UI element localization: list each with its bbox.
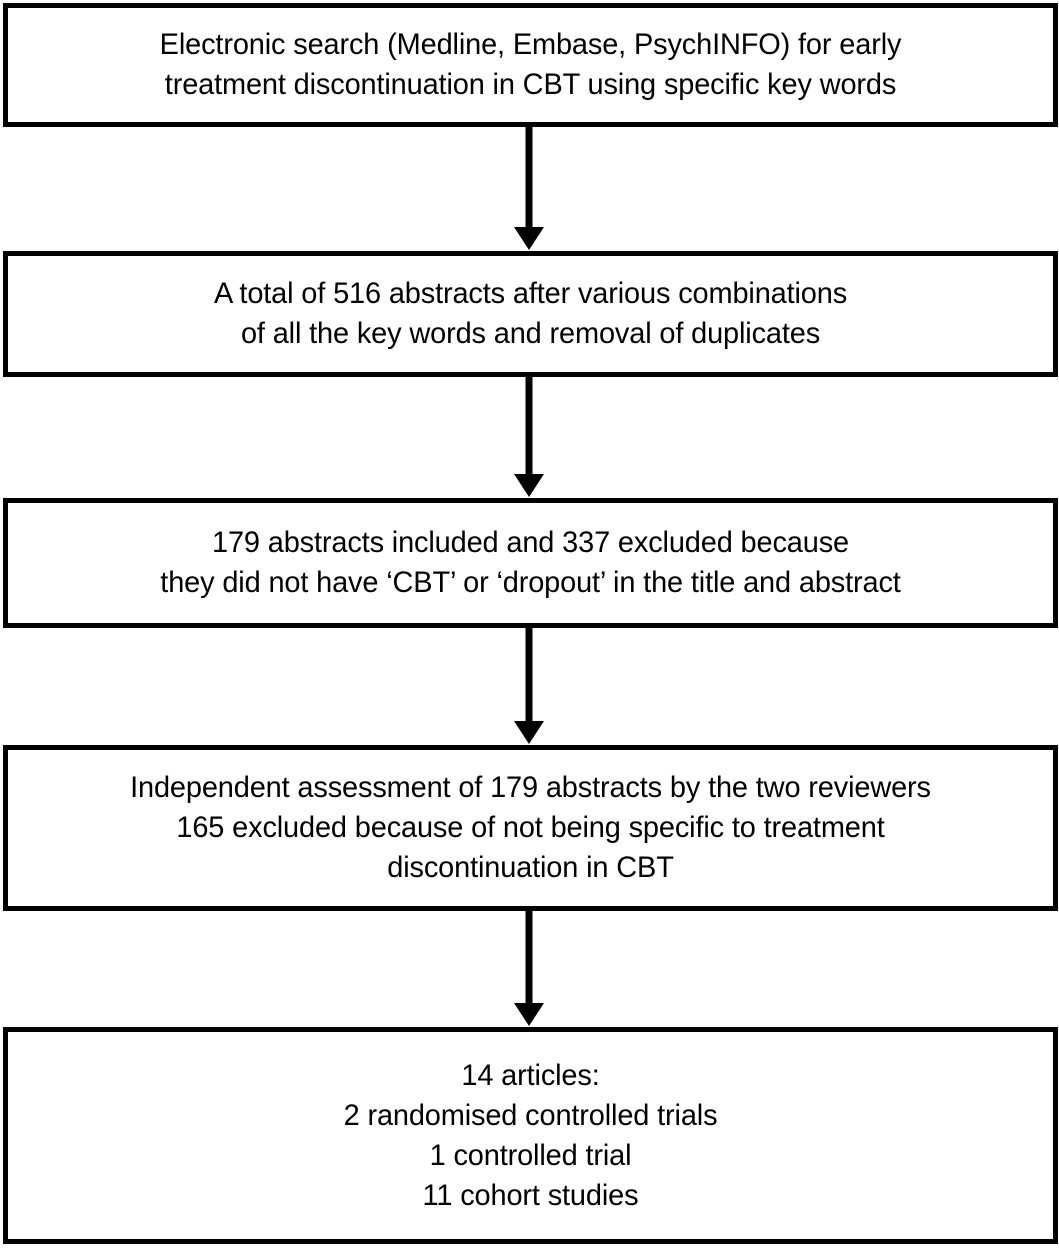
included-articles-box: 14 articles: 2 randomised controlled tri…: [3, 1027, 1058, 1244]
total-abstracts-box: A total of 516 abstracts after various c…: [3, 251, 1058, 377]
title-abstract-screening-text: 179 abstracts included and 337 excluded …: [160, 526, 901, 599]
electronic-search-box: Electronic search (Medline, Embase, Psyc…: [3, 3, 1058, 127]
down-arrow-icon: [0, 127, 1059, 251]
total-abstracts-text: A total of 516 abstracts after various c…: [213, 277, 848, 350]
down-arrow-icon: [0, 628, 1059, 745]
title-abstract-screening-box: 179 abstracts included and 337 excluded …: [3, 498, 1058, 628]
included-articles-text: 14 articles: 2 randomised controlled tri…: [343, 1058, 718, 1212]
independent-assessment-text: Independent assessment of 179 abstracts …: [130, 771, 931, 884]
down-arrow-icon: [0, 911, 1059, 1027]
electronic-search-text: Electronic search (Medline, Embase, Psyc…: [159, 28, 902, 101]
down-arrow-icon: [0, 377, 1059, 498]
independent-assessment-box: Independent assessment of 179 abstracts …: [3, 745, 1058, 911]
